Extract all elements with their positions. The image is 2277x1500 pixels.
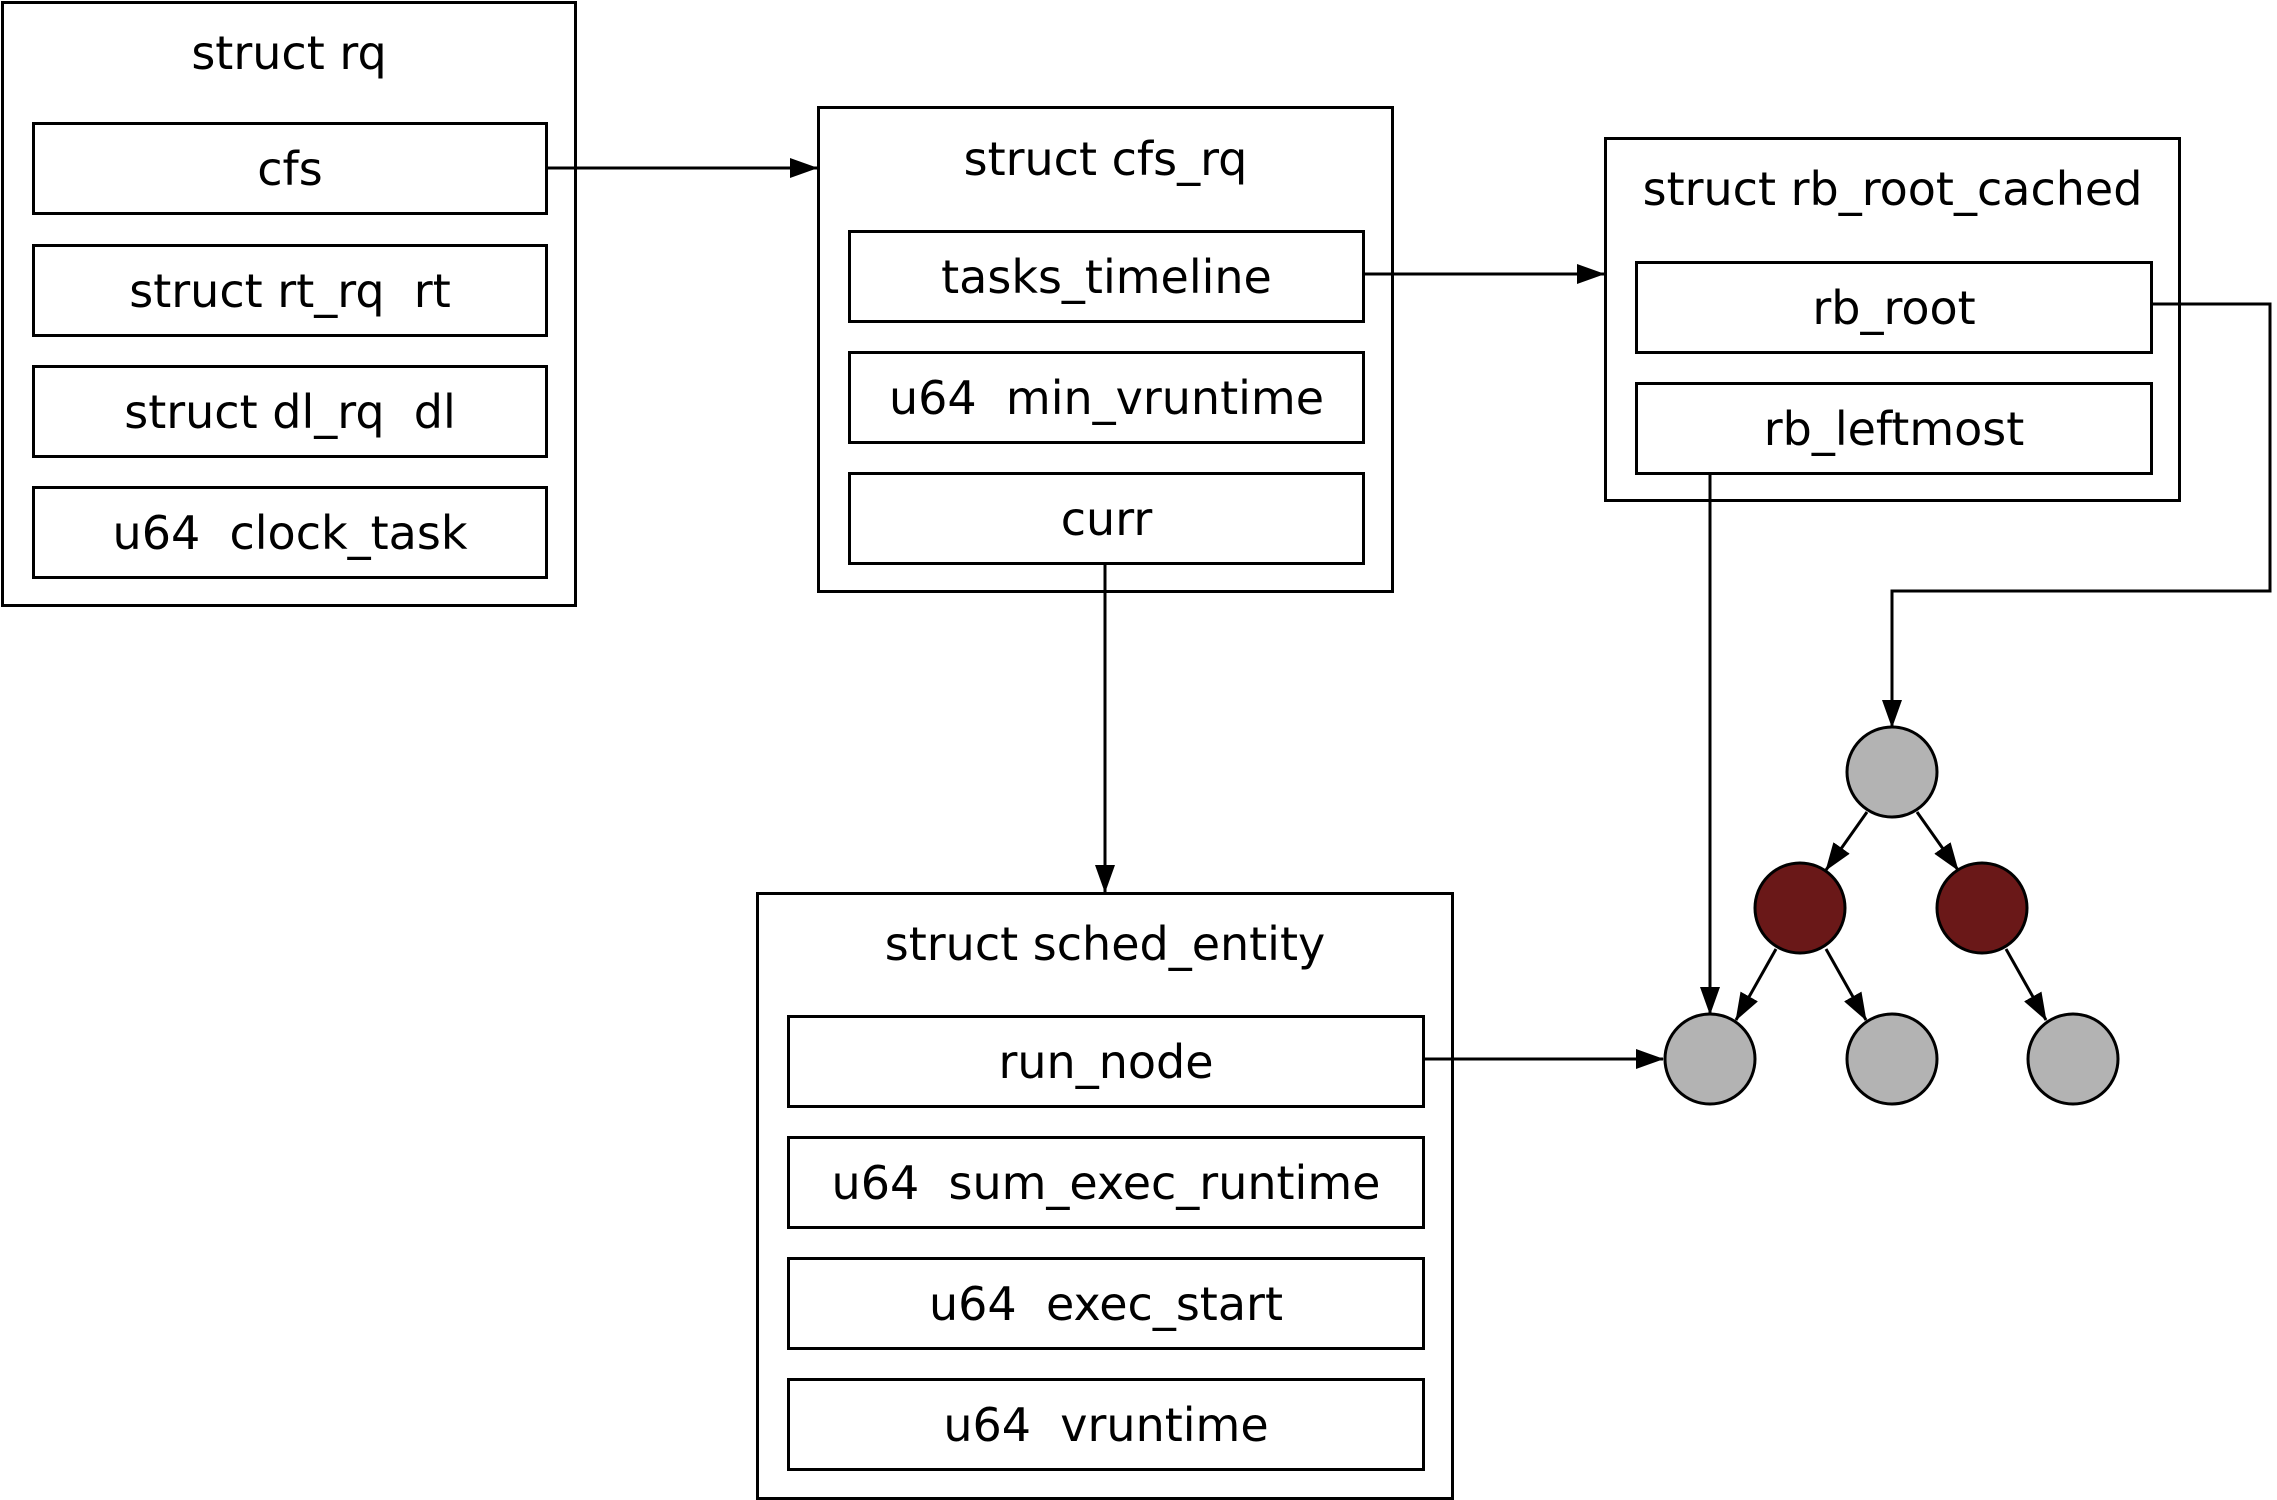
struct-sched-entity-title: struct sched_entity <box>884 917 1326 971</box>
tree-edge-left-red-to-middle-leaf <box>1824 948 1868 1021</box>
tree-node-right-red <box>1935 861 2029 955</box>
tree-edge-left-red-to-leftmost-leaf <box>1734 948 1778 1021</box>
sched-entity-field-exec-start: u64 exec_start <box>787 1257 1425 1350</box>
rb-root-cached-field-rb-root: rb_root <box>1635 261 2153 354</box>
struct-cfs-rq-box: struct cfs_rq tasks_timeline u64 min_vru… <box>817 106 1394 593</box>
tree-node-middle-leaf <box>1845 1012 1939 1106</box>
struct-cfs-rq-title: struct cfs_rq <box>963 132 1248 186</box>
rq-field-clock-task: u64 clock_task <box>32 486 548 579</box>
tree-edge-root-to-left-red <box>1824 811 1869 871</box>
rq-field-dl: struct dl_rq dl <box>32 365 548 458</box>
cfs-rq-field-tasks-timeline: tasks_timeline <box>848 230 1365 323</box>
tree-node-right-leaf <box>2026 1012 2120 1106</box>
arrow-rb-root-to-tree-root <box>1882 302 2272 728</box>
tree-edge-root-to-right-red <box>1915 811 1960 871</box>
tree-node-root <box>1845 725 1939 819</box>
sched-entity-field-run-node: run_node <box>787 1015 1425 1108</box>
tree-node-left-red <box>1753 861 1847 955</box>
cfs-rq-field-min-vruntime: u64 min_vruntime <box>848 351 1365 444</box>
sched-entity-field-sum-exec-runtime: u64 sum_exec_runtime <box>787 1136 1425 1229</box>
struct-rq-box: struct rq cfs struct rt_rq rt struct dl_… <box>1 1 577 607</box>
rb-root-cached-field-rb-leftmost: rb_leftmost <box>1635 382 2153 475</box>
sched-entity-field-vruntime: u64 vruntime <box>787 1378 1425 1471</box>
tree-edge-right-red-to-right-leaf <box>2004 948 2048 1021</box>
struct-rb-root-cached-title: struct rb_root_cached <box>1642 162 2143 216</box>
cfs-rq-field-curr: curr <box>848 472 1365 565</box>
tree-node-leftmost-leaf <box>1663 1012 1757 1106</box>
struct-sched-entity-box: struct sched_entity run_node u64 sum_exe… <box>756 892 1454 1500</box>
rq-field-rt: struct rt_rq rt <box>32 244 548 337</box>
struct-rq-title: struct rq <box>191 26 387 80</box>
struct-rb-root-cached-box: struct rb_root_cached rb_root rb_leftmos… <box>1604 137 2181 502</box>
